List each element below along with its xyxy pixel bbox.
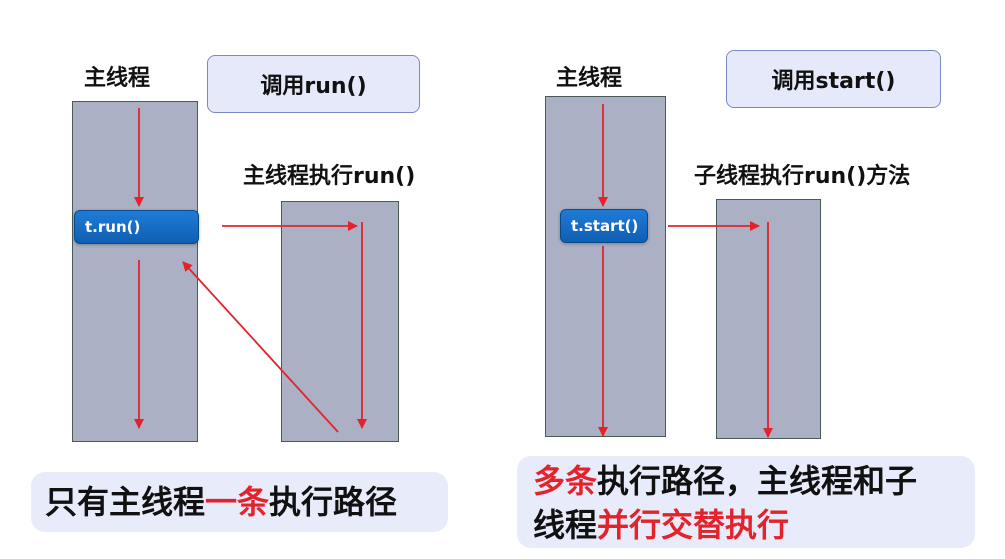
right-summary-line-2: 线程并行交替执行 — [533, 503, 975, 547]
right-sub-thread-label: 子线程执行run()方法 — [694, 164, 911, 189]
left-summary-text-1: 只有主线程 — [45, 483, 206, 521]
right-summary: 多条执行路径，主线程和子 线程并行交替执行 — [517, 456, 975, 548]
left-main-thread-bar — [72, 101, 198, 442]
t-start-button: t.start() — [560, 209, 648, 243]
right-summary-text-2: 线程 — [533, 506, 598, 544]
right-summary-text-1: 执行路径，主线程和子 — [597, 462, 918, 500]
right-summary-highlight-1: 多条 — [533, 462, 598, 500]
left-summary-highlight: 一条 — [205, 483, 270, 521]
right-summary-highlight-2: 并行交替执行 — [597, 506, 790, 544]
right-main-thread-label: 主线程 — [556, 66, 623, 91]
left-run-execution-bar — [281, 201, 399, 442]
left-sub-execution-label: 主线程执行run() — [243, 164, 416, 189]
left-summary: 只有主线程一条执行路径 — [31, 472, 448, 532]
t-run-button: t.run() — [74, 210, 199, 244]
left-return-arrow — [182, 261, 339, 433]
left-summary-text-2: 执行路径 — [269, 483, 398, 521]
right-summary-line-1: 多条执行路径，主线程和子 — [533, 459, 975, 503]
right-call-start-callout: 调用start() — [726, 50, 941, 108]
right-main-thread-bar — [545, 96, 666, 437]
left-call-run-callout: 调用run() — [207, 55, 420, 113]
left-main-thread-label: 主线程 — [84, 66, 151, 91]
